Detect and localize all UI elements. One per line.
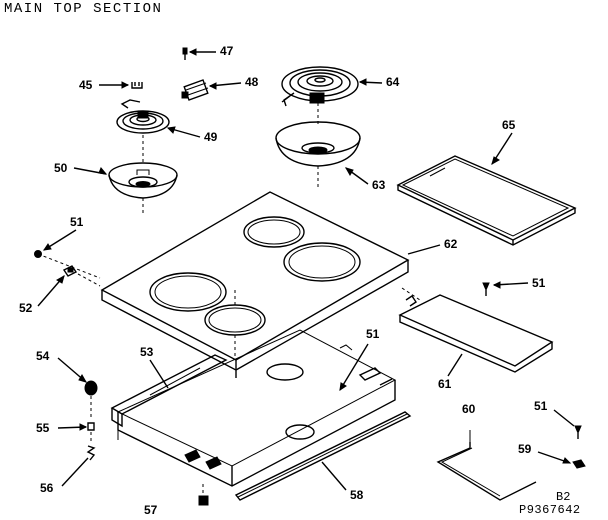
callout-63: 63 [344, 167, 386, 192]
callout-49: 49 [166, 126, 218, 144]
svg-text:48: 48 [245, 75, 259, 89]
part-51-screw-lower [574, 425, 582, 439]
svg-text:61: 61 [438, 377, 452, 391]
svg-text:59: 59 [518, 442, 532, 456]
part-61-rear-trim [398, 294, 554, 373]
svg-text:62: 62 [444, 237, 458, 251]
chassis-burner-box [116, 329, 397, 487]
part-49-small-surface-element [116, 99, 170, 134]
svg-text:65: 65 [502, 118, 516, 132]
svg-text:51: 51 [70, 215, 84, 229]
callout-58: 58 [321, 461, 364, 502]
drawing-number: P9367642 [519, 503, 581, 517]
svg-text:52: 52 [19, 301, 33, 315]
part-51-screw-right [482, 282, 490, 296]
part-58-front-trim [234, 411, 412, 501]
callout-52: 52 [19, 274, 65, 315]
callout-64: 64 [358, 75, 400, 89]
callout-51-right: 51 [492, 276, 546, 290]
svg-text:45: 45 [79, 78, 93, 92]
callout-51-center: 51 [339, 327, 380, 392]
callout-47: 47 [188, 44, 234, 58]
callout-50: 50 [54, 161, 108, 175]
callout-53: 53 [140, 345, 169, 389]
part-53-side-rail [110, 354, 228, 428]
svg-text:57: 57 [144, 503, 158, 517]
callout-65: 65 [491, 118, 516, 166]
callout-51-lower: 51 [534, 399, 575, 427]
callout-45: 45 [79, 78, 130, 92]
callout-57: 57 [144, 503, 158, 517]
part-54-knob [84, 380, 98, 396]
svg-text:55: 55 [36, 421, 50, 435]
svg-text:58: 58 [350, 488, 364, 502]
callout-51-left: 51 [42, 215, 84, 251]
part-56-spring [86, 445, 96, 461]
callout-48: 48 [208, 75, 259, 90]
part-64-large-surface-element [281, 66, 359, 107]
svg-text:63: 63 [372, 178, 386, 192]
callout-59: 59 [518, 442, 572, 464]
part-65-cover-panel [396, 155, 577, 246]
svg-text:49: 49 [204, 130, 218, 144]
svg-text:51: 51 [366, 327, 380, 341]
svg-text:47: 47 [220, 44, 234, 58]
part-62-main-top [100, 191, 410, 378]
svg-text:50: 50 [54, 161, 68, 175]
part-52-clip [62, 265, 101, 287]
svg-text:60: 60 [462, 402, 476, 416]
callout-62: 62 [407, 237, 458, 255]
diagram-title: MAIN TOP SECTION [4, 1, 163, 17]
svg-text:54: 54 [36, 349, 50, 363]
svg-text:53: 53 [140, 345, 154, 359]
svg-text:51: 51 [534, 399, 548, 413]
callout-60: 60 [462, 402, 476, 416]
callout-56: 56 [40, 457, 89, 495]
part-50-small-drip-pan [108, 162, 178, 199]
part-47-screw [182, 47, 188, 60]
svg-text:64: 64 [386, 75, 400, 89]
part-48-terminal-block [181, 79, 209, 101]
part-63-large-drip-pan [275, 103, 361, 188]
part-45-clip [131, 82, 143, 89]
drawing-revision: B2 [556, 490, 571, 504]
part-59-nut [572, 459, 586, 469]
callout-55: 55 [36, 421, 88, 435]
part-57-screw [198, 484, 209, 506]
part-55-washer [87, 422, 95, 431]
part-60-wire-bracket [436, 430, 537, 501]
callout-61: 61 [438, 353, 463, 391]
callout-54: 54 [36, 349, 88, 383]
svg-text:51: 51 [532, 276, 546, 290]
svg-text:56: 56 [40, 481, 54, 495]
